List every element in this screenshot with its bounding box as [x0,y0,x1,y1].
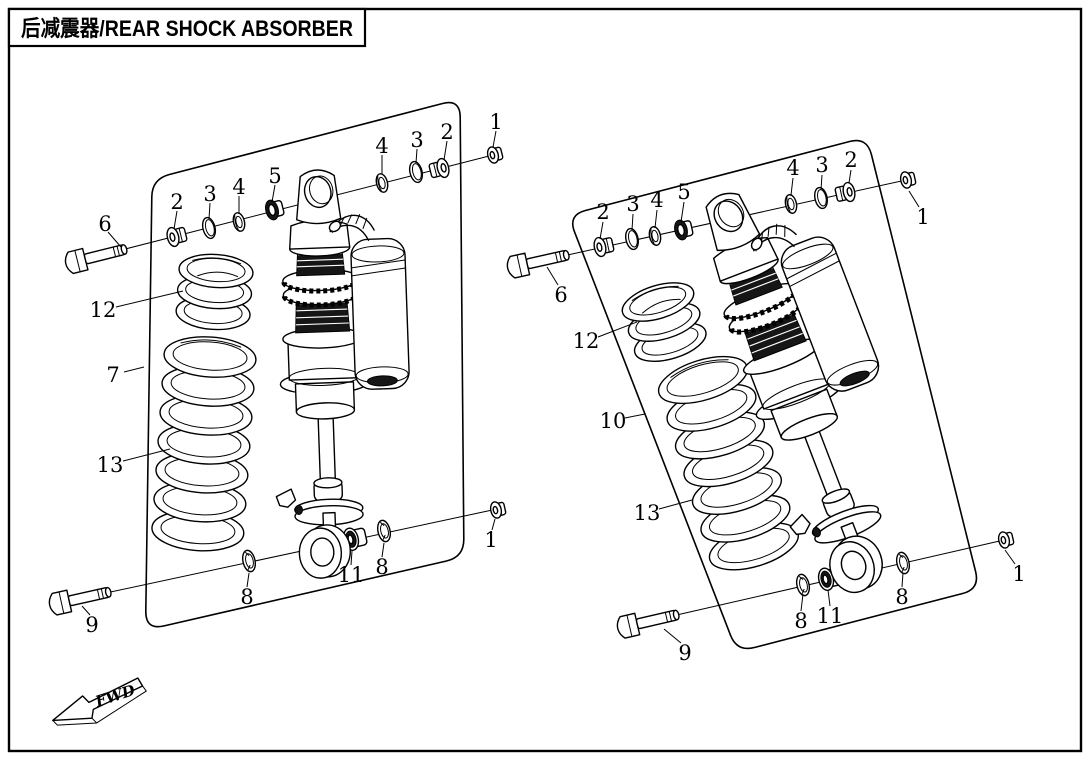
callout-right-1-bottom: 1 [1004,549,1026,586]
callout-label: 8 [895,585,908,609]
callout-right-2-topright: 2 [844,148,858,184]
callout-left-13: 13 [97,448,171,477]
callout-left-1-bottom: 1 [484,518,498,552]
callout-label: 7 [106,363,119,387]
callout-right-6: 6 [546,266,568,307]
callout-right-10: 10 [600,409,646,433]
callout-left-7: 7 [106,363,145,387]
fwd-label: FWD [92,681,137,711]
callout-label: 8 [240,585,253,609]
fwd-arrow: FWD [52,677,147,726]
callout-right-9: 9 [663,628,692,665]
callout-label: 5 [677,180,690,204]
callout-label: 8 [794,609,807,633]
callout-label: 9 [85,613,98,637]
callout-label: 3 [410,128,423,152]
callout-label: 13 [634,501,661,525]
callout-right-2-topleft: 2 [596,200,610,240]
callout-label: 4 [650,188,663,212]
callout-left-9: 9 [81,605,99,637]
callout-label: 2 [440,120,453,144]
callout-label: 5 [268,164,281,188]
callout-label: 11 [817,604,844,628]
callout-label: 1 [484,528,497,552]
callout-right-8-right: 8 [895,572,909,609]
callout-left-3-topright: 3 [410,128,424,164]
callout-right-5: 5 [677,180,691,223]
callout-left-4-topleft: 4 [232,175,246,214]
callout-label: 3 [203,182,216,206]
callout-label: 3 [815,153,828,177]
callout-label: 4 [232,175,245,199]
callout-label: 9 [678,641,691,665]
callout-label: 10 [600,409,627,433]
callout-left-6: 6 [98,212,122,248]
callout-left-8-right: 8 [375,542,389,579]
callout-right-11: 11 [817,589,844,628]
left-bottom-axis-line [77,508,498,600]
left-callouts: 1 2 3 4 2 3 4 5 6 12 7 13 8 11 8 1 9 [81,110,503,637]
callout-label: 1 [489,110,502,134]
callout-label: 2 [596,200,609,224]
callout-label: 12 [90,298,117,322]
page-border [7,7,1083,753]
callout-label: 12 [573,329,600,353]
callout-left-4-topright: 4 [375,134,389,174]
left-top-axis-line [93,154,494,258]
callout-right-12: 12 [573,321,638,353]
callout-left-2-topright: 2 [440,120,454,161]
page-title: 后减震器/REAR SHOCK ABSORBER [21,16,353,41]
callout-right-13: 13 [634,499,693,525]
callout-label: 11 [338,563,365,587]
callout-right-3-topright: 3 [815,153,829,191]
title-box: 后减震器/REAR SHOCK ABSORBER [7,7,367,48]
callout-label: 2 [170,190,183,214]
callout-right-4-topleft: 4 [650,188,664,229]
callout-label: 4 [375,134,388,158]
callout-left-11: 11 [338,550,365,587]
callout-label: 1 [916,205,929,229]
callout-left-8-left: 8 [240,572,254,609]
callout-left-3-topleft: 3 [203,182,217,220]
callout-left-2-topleft: 2 [170,190,184,230]
callout-label: 3 [626,192,639,216]
callout-left-12: 12 [90,290,184,322]
callout-label: 6 [98,212,111,236]
callout-label: 13 [97,453,124,477]
callout-right-1-top: 1 [908,190,930,229]
callout-label: 2 [844,148,857,172]
right-callouts: 1 2 3 4 2 3 4 5 6 12 10 13 8 11 8 1 9 [546,148,1026,665]
callout-left-1-top: 1 [489,110,503,148]
callout-right-4-topright: 4 [786,156,800,196]
callout-left-5: 5 [268,164,282,203]
callout-right-8-left: 8 [794,593,808,633]
callout-label: 1 [1012,562,1025,586]
callout-label: 6 [554,283,567,307]
callout-label: 4 [786,156,799,180]
callout-label: 8 [375,555,388,579]
callout-right-3-topleft: 3 [626,192,640,231]
